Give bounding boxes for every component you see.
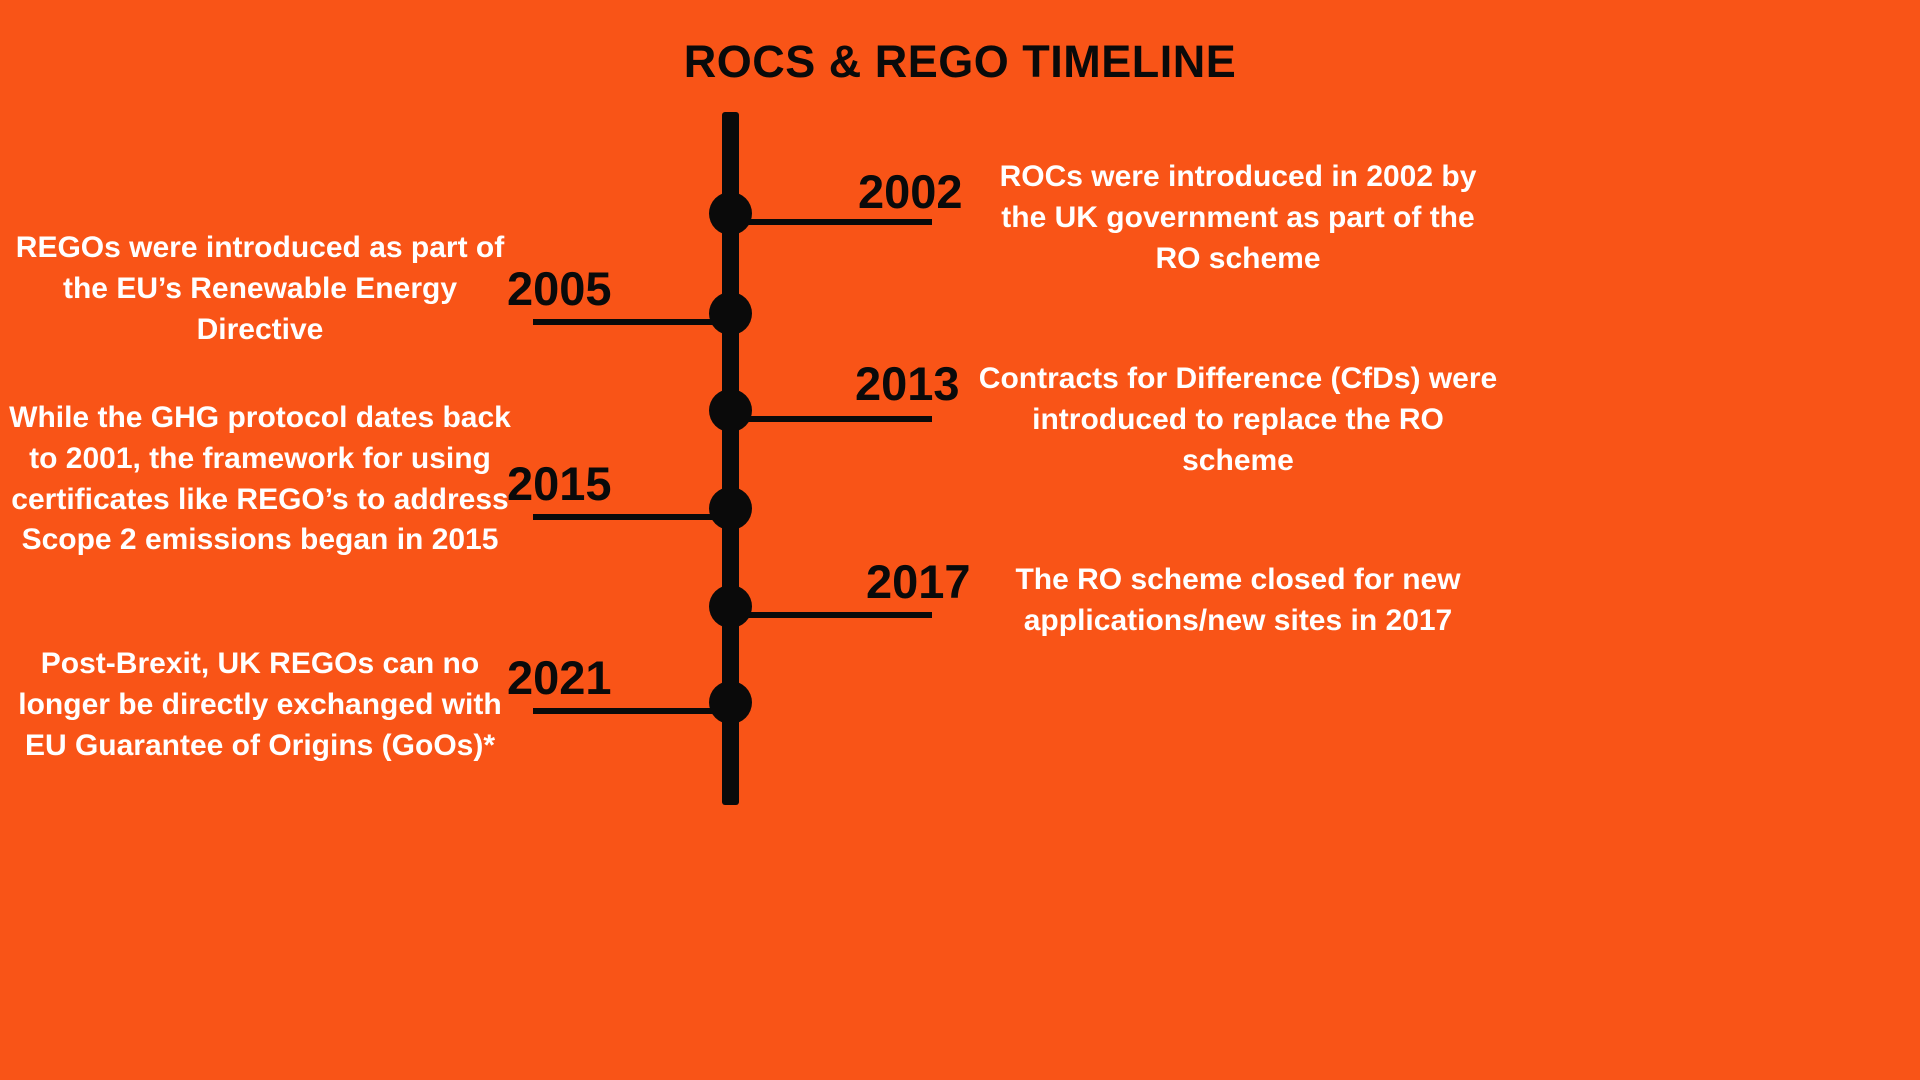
- connector-2013: [745, 416, 932, 422]
- timeline-node-2005: [709, 292, 752, 335]
- connector-2021: [533, 708, 717, 714]
- year-label-2005: 2005: [507, 262, 612, 315]
- timeline-node-2017: [709, 585, 752, 628]
- timeline-node-2021: [709, 681, 752, 724]
- event-description-2021: Post-Brexit, UK REGOs can no longer be d…: [18, 647, 502, 762]
- year-label-2015: 2015: [507, 457, 612, 510]
- timeline-node-2013: [709, 389, 752, 432]
- year-label-2013: 2013: [855, 357, 960, 410]
- event-description-2013: Contracts for Difference (CfDs) were int…: [978, 362, 1498, 477]
- event-description-2002: ROCs were introduced in 2002 by the UK g…: [999, 160, 1477, 275]
- year-label-2017: 2017: [866, 555, 971, 608]
- connector-2002: [745, 219, 932, 225]
- timeline-node-2015: [709, 487, 752, 530]
- event-description-2005: REGOs were introduced as part of the EU’…: [15, 231, 505, 346]
- year-label-2002: 2002: [858, 165, 963, 218]
- timeline-node-2002: [709, 192, 752, 235]
- connector-2015: [533, 514, 717, 520]
- event-description-2015: While the GHG protocol dates back to 200…: [9, 401, 511, 557]
- page-title: ROCS & REGO TIMELINE: [683, 36, 1237, 87]
- connector-2005: [533, 319, 717, 325]
- timeline-spine: [722, 112, 739, 805]
- event-description-2017: The RO scheme closed for new application…: [1015, 563, 1461, 637]
- connector-2017: [745, 612, 932, 618]
- year-label-2021: 2021: [507, 651, 612, 704]
